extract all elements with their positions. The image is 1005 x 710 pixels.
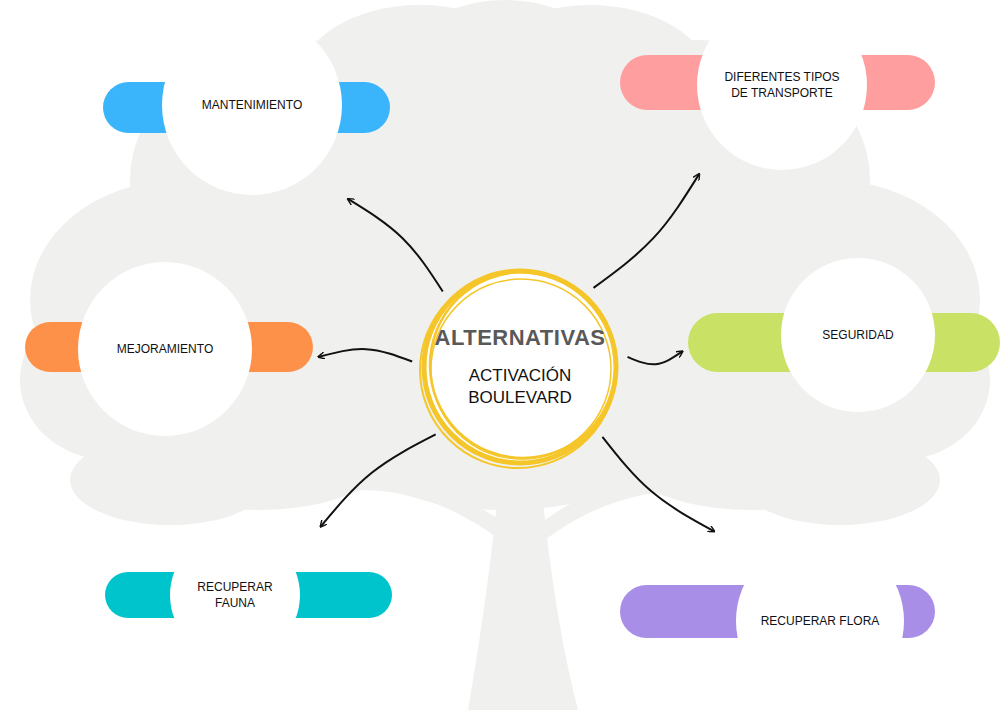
arrow-connector xyxy=(628,352,683,365)
topic-label: RECUPERAR FAUNA xyxy=(185,579,285,611)
white-circle xyxy=(170,530,300,660)
white-circle xyxy=(78,262,252,436)
central-circle: ALTERNATIVAS ACTIVACIÓN BOULEVARD xyxy=(415,262,625,472)
topic-pill: MEJORAMIENTO xyxy=(25,262,313,436)
topic-label: DIFERENTES TIPOS DE TRANSPORTE xyxy=(717,69,847,101)
topic-label: RECUPERAR FLORA xyxy=(750,613,890,629)
pill-shape xyxy=(105,530,392,660)
topic-pill: RECUPERAR FLORA xyxy=(620,535,935,707)
white-circle xyxy=(781,258,935,412)
topic-pill: DIFERENTES TIPOS DE TRANSPORTE xyxy=(620,0,935,170)
arrow-connector xyxy=(602,437,713,531)
ring-stroke xyxy=(430,272,616,458)
topic-pill: MANTENIMIENTO xyxy=(103,15,390,195)
white-circle xyxy=(736,537,904,705)
arrow-connector xyxy=(319,349,412,361)
main-title: ALTERNATIVAS xyxy=(432,325,608,351)
ring-stroke xyxy=(420,272,616,468)
topic-pill: SEGURIDAD xyxy=(688,255,1000,410)
arrow-connector xyxy=(594,174,699,287)
arrow-connector xyxy=(321,434,436,526)
topic-label: MANTENIMIENTO xyxy=(182,97,322,113)
arrow-connector xyxy=(348,199,442,291)
central-text: ALTERNATIVAS ACTIVACIÓN BOULEVARD xyxy=(432,325,608,409)
topic-pill: RECUPERAR FAUNA xyxy=(105,530,392,660)
ring-stroke xyxy=(431,279,611,459)
topic-label: SEGURIDAD xyxy=(798,327,918,343)
white-circle xyxy=(697,0,867,170)
topic-label: MEJORAMIENTO xyxy=(100,341,230,357)
white-circle xyxy=(162,15,342,195)
subtitle: ACTIVACIÓN BOULEVARD xyxy=(432,365,608,409)
pill-shape xyxy=(620,0,935,170)
